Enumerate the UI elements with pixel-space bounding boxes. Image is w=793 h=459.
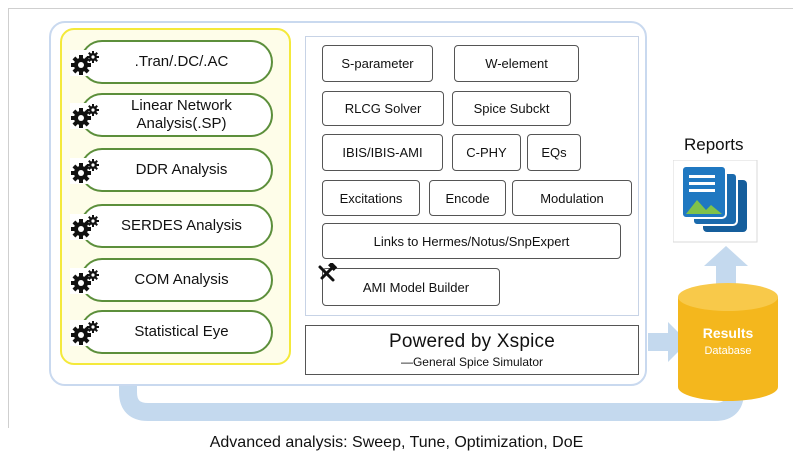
feature-links[interactable]: Links to Hermes/Notus/SnpExpert [322,223,621,259]
reports-label: Reports [684,135,744,154]
xspice-to-results-shaft [648,333,670,351]
results-to-reports-shaft [716,262,736,284]
analysis-label: DDR Analysis [80,148,273,192]
xspice-box: Powered by Xspice —General Spice Simulat… [305,325,639,375]
feature-c-phy[interactable]: C-PHY [452,134,521,171]
ami-builder-label: AMI Model Builder [362,279,470,295]
analysis-com[interactable]: COM Analysis [70,258,273,302]
results-to-reports-head [704,246,748,266]
gears-icon [70,103,100,129]
analysis-label: COM Analysis [80,258,273,302]
feature-ami-model-builder[interactable]: AMI Model Builder [322,268,500,306]
feature-rlcg-solver[interactable]: RLCG Solver [322,91,444,126]
analysis-tran-dc-ac[interactable]: .Tran/.DC/.AC [70,40,273,84]
gears-icon [70,320,100,346]
feature-encode[interactable]: Encode [429,180,506,216]
analysis-label: .Tran/.DC/.AC [80,40,273,84]
gears-icon [70,214,100,240]
frame-top-border [8,8,793,9]
bottom-caption: Advanced analysis: Sweep, Tune, Optimiza… [209,434,584,451]
reports-icon[interactable] [672,159,759,244]
analysis-label: Statistical Eye [80,310,273,354]
database-icon[interactable] [676,283,780,403]
analysis-serdes[interactable]: SERDES Analysis [70,204,273,248]
tools-icon [316,261,338,285]
gears-icon [70,268,100,294]
gears-icon [70,158,100,184]
analysis-panel [60,28,291,365]
results-subtitle: Database [704,345,752,357]
analysis-ddr[interactable]: DDR Analysis [70,148,273,192]
xspice-subtitle: —General Spice Simulator [400,355,544,369]
analysis-label: Linear Network Analysis(.SP) [80,93,273,137]
analysis-linear-network[interactable]: Linear Network Analysis(.SP) [70,93,273,137]
results-title: Results [702,325,754,341]
results-label: Results Database [678,325,778,357]
gears-icon [70,50,100,76]
analysis-label: SERDES Analysis [80,204,273,248]
feature-modulation[interactable]: Modulation [512,180,632,216]
feature-eqs[interactable]: EQs [527,134,581,171]
feature-excitations[interactable]: Excitations [322,180,420,216]
feature-ibis-ami[interactable]: IBIS/IBIS-AMI [322,134,443,171]
feature-s-parameter[interactable]: S-parameter [322,45,433,82]
analysis-statistical-eye[interactable]: Statistical Eye [70,310,273,354]
frame-left-border [8,8,9,428]
feature-w-element[interactable]: W-element [454,45,579,82]
feature-spice-subckt[interactable]: Spice Subckt [452,91,571,126]
xspice-title: Powered by Xspice [388,331,556,352]
